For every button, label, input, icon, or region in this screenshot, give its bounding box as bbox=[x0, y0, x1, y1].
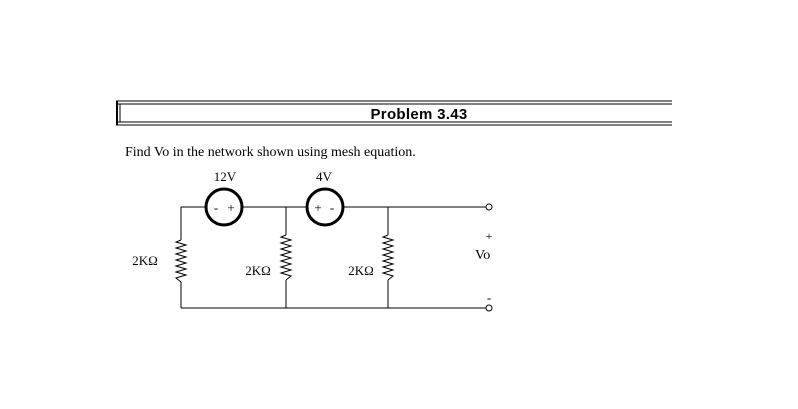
source-4v-label: 4V bbox=[316, 169, 333, 184]
circuit-wires bbox=[180, 206, 486, 309]
problem-title: Problem 3.43 bbox=[370, 106, 468, 123]
output-voltage-label: Vo bbox=[475, 248, 490, 263]
voltage-source-12v bbox=[204, 187, 244, 227]
resistor-middle bbox=[279, 234, 293, 281]
resistor-left bbox=[174, 239, 188, 283]
problem-statement: Find Vo in the network shown using mesh … bbox=[125, 145, 416, 160]
header-frame-lines bbox=[116, 100, 672, 126]
output-terminal-bottom bbox=[485, 304, 493, 312]
output-terminal-top bbox=[485, 203, 493, 211]
resistor-right-label: 2KΩ bbox=[348, 263, 374, 278]
resistor-right bbox=[381, 234, 395, 281]
output-minus-sign: - bbox=[487, 290, 491, 305]
resistor-middle-label: 2KΩ bbox=[245, 263, 271, 278]
source-4v-plus: + bbox=[314, 200, 321, 215]
source-4v-minus: - bbox=[330, 200, 334, 215]
source-12v-label: 12V bbox=[214, 169, 237, 184]
resistor-left-label: 2KΩ bbox=[132, 253, 158, 268]
output-plus-sign: + bbox=[486, 229, 493, 243]
problem-header-frame bbox=[116, 100, 672, 126]
voltage-source-4v bbox=[305, 187, 345, 227]
output-voltage-text: Vo bbox=[475, 248, 490, 263]
source-12v-plus: + bbox=[227, 200, 234, 215]
source-12v-minus: - bbox=[214, 200, 218, 215]
